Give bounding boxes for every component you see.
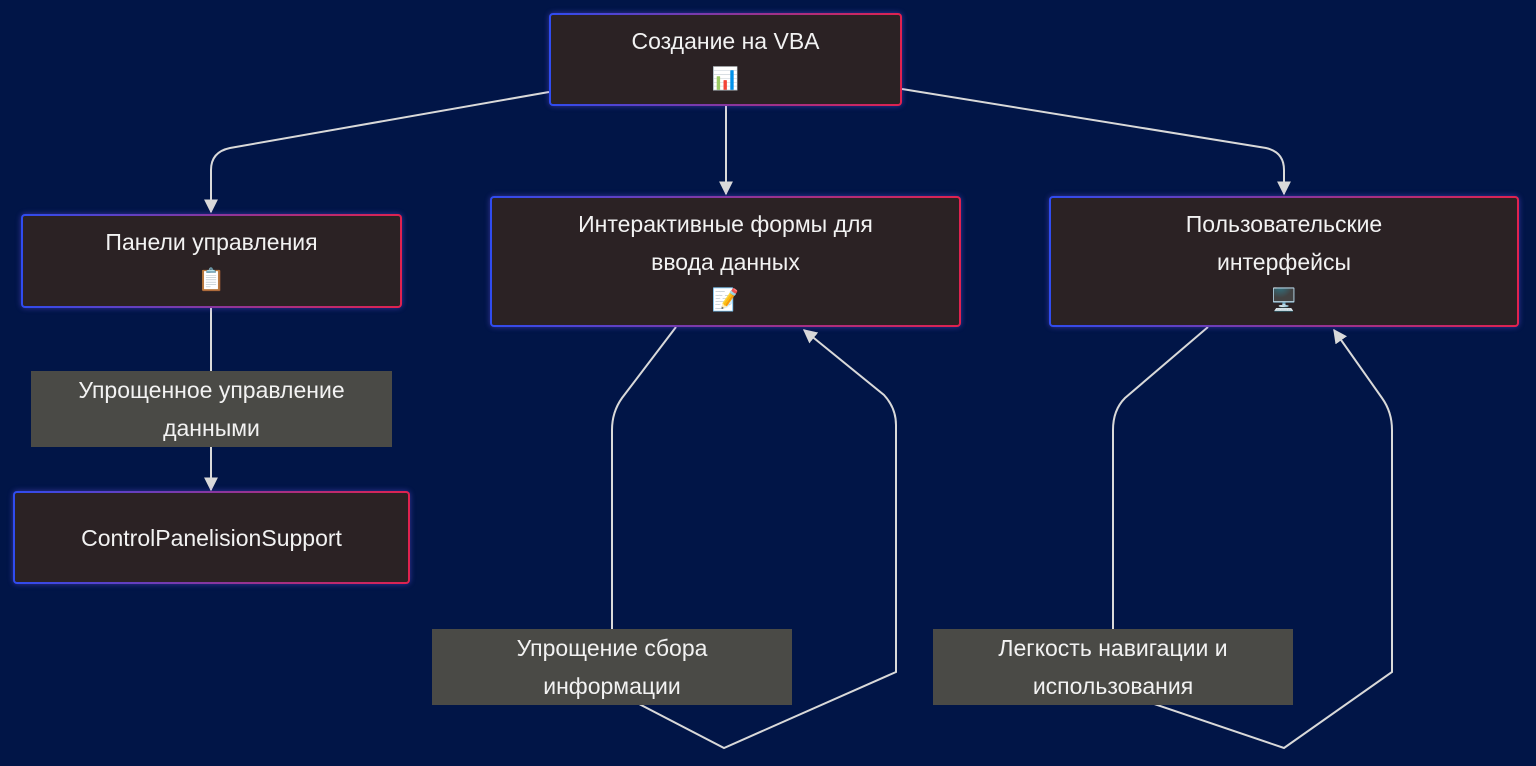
edge-label-simplified-data-management: Упрощенное управление данными [31,371,392,447]
desktop-computer-icon: 🖥️ [1270,286,1298,312]
node-control-panels-label: Панели управления [105,229,318,255]
node-user-interfaces-line1: Пользовательские [1185,210,1383,237]
edge-forms-loop [611,326,897,750]
edge-label-ease-of-navigation: Легкость навигации и использования [933,629,1293,705]
edge-label-ease-of-navigation-line2: использования [1032,673,1194,699]
edge-label-simplified-info-collection-line2: информации [543,673,681,699]
node-interactive-forms-line2: ввода данных [651,248,800,275]
node-control-panelision-support-label: ControlPanelisionSupport [81,524,342,551]
node-interactive-forms-line1: Интерактивные формы для [578,210,873,237]
clipboard-icon: 📋 [197,267,226,292]
node-user-interfaces: Пользовательские интерфейсы 🖥️ [1049,196,1519,327]
edge-root-to-ui [901,88,1291,196]
node-vba-creation-label: Создание на VBA [631,27,820,54]
edge-label-simplified-data-management-line1: Упрощенное управление [78,377,345,403]
edge-label-simplified-info-collection: Упрощение сбора информации [432,629,792,705]
node-user-interfaces-line2: интерфейсы [1216,248,1351,275]
edge-label-ease-of-navigation-line1: Легкость навигации и [998,635,1228,661]
node-interactive-forms: Интерактивные формы для ввода данных 📝 [490,196,961,327]
node-control-panels: Панели управления 📋 [21,214,402,308]
edge-root-to-panels [204,91,550,214]
edge-label-simplified-info-collection-line1: Упрощение сбора [516,635,708,661]
node-vba-creation: Создание на VBA 📊 [549,13,902,106]
edge-label-simplified-data-management-line2: данными [163,415,260,441]
memo-icon: 📝 [711,286,740,312]
bar-chart-icon: 📊 [711,65,740,91]
node-control-panelision-support: ControlPanelisionSupport [13,491,410,584]
edge-ui-loop [1112,326,1393,750]
